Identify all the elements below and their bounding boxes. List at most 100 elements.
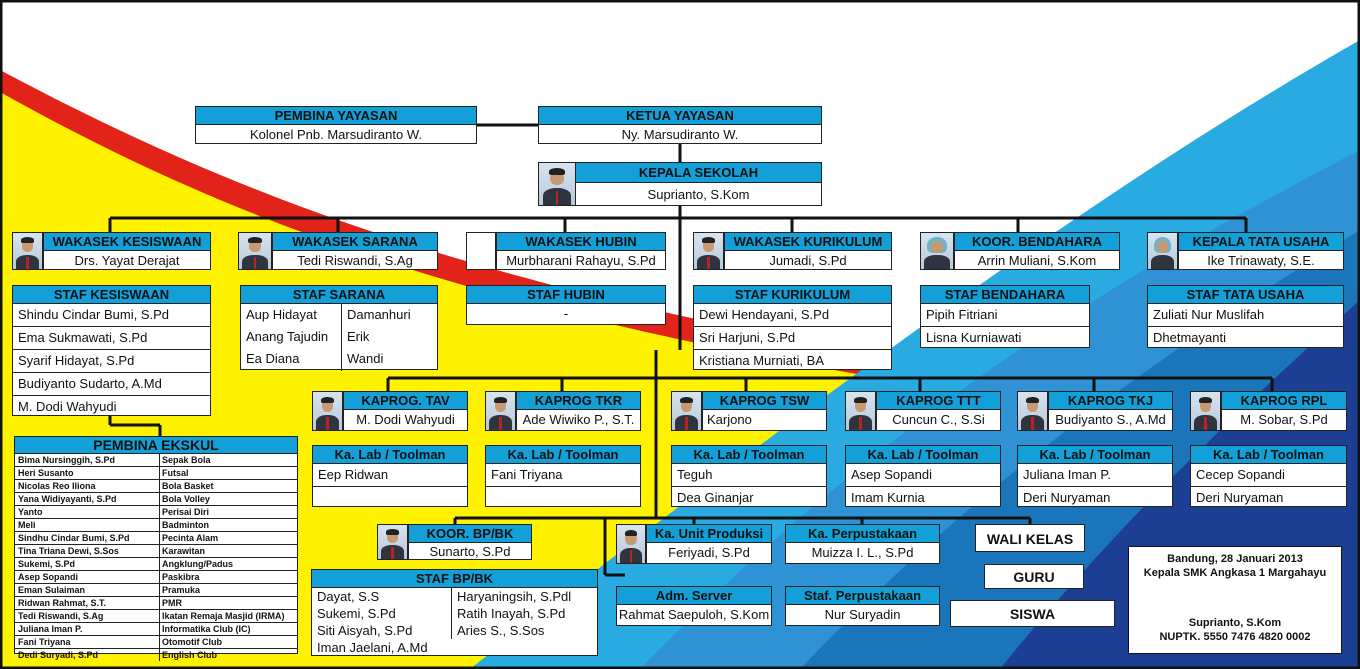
lab-tav-box: Ka. Lab / Toolman Eep Ridwan <box>312 445 468 507</box>
ketua-yayasan-name: Ny. Marsudiranto W. <box>621 127 739 142</box>
wali-kelas-box: WALI KELAS <box>975 524 1085 552</box>
kepala-sekolah-box: KEPALA SEKOLAH Suprianto, S.Kom <box>575 162 822 206</box>
ketua-yayasan-title: KETUA YAYASAN <box>539 107 821 125</box>
signature-position: Kepala SMK Angkasa 1 Margahayu <box>1143 567 1327 579</box>
staf-kesiswaan-item: Ema Sukmawati, S.Pd <box>13 326 210 349</box>
ekskul-activity: Paskibra <box>159 571 298 583</box>
pembina-yayasan-title: PEMBINA YAYASAN <box>196 107 476 125</box>
unit-produksi-title: Ka. Unit Produksi <box>647 525 771 543</box>
ekskul-pembina-name: Heri Susanto <box>18 468 74 478</box>
staf-kurikulum-item: Dewi Hendayani, S.Pd <box>699 307 830 322</box>
ekskul-pembina-name: Yanto <box>18 507 43 517</box>
perpustakaan-name: Muizza I. L., S.Pd <box>811 545 914 560</box>
staf-bpbk-title: STAF BP/BK <box>312 570 597 588</box>
kepala-sekolah-title: KEPALA SEKOLAH <box>576 163 821 183</box>
signature-box: Bandung, 28 Januari 2013 Kepala SMK Angk… <box>1128 546 1342 654</box>
ekskul-activity: Perisai Diri <box>159 506 298 518</box>
ekskul-row: Eman Sulaiman Pramuka <box>15 583 297 596</box>
lab-rpl-item: Cecep Sopandi <box>1196 467 1285 482</box>
kaprog-tkr-name: Ade Wiwiko P., S.T. <box>522 412 635 427</box>
staf-hubin-title: STAF HUBIN <box>467 286 665 304</box>
ekskul-pembina-name: Ridwan Rahmat, S.T. <box>18 598 107 608</box>
kaprog-ttt-title: KAPROG TTT <box>877 392 1000 410</box>
lab-tsw-title: Ka. Lab / Toolman <box>672 446 826 464</box>
kepala-tata-usaha-photo <box>1147 232 1178 270</box>
ekskul-pembina-name: Nicolas Reo Iliona <box>18 481 96 491</box>
lab-ttt-box: Ka. Lab / Toolman Asep Sopandi Imam Kurn… <box>845 445 1001 507</box>
ekskul-pembina-name: Eman Sulaiman <box>18 585 86 595</box>
siswa-box: SISWA <box>950 600 1115 627</box>
staf-bpbk-item: Haryaningsih, S.Pdl <box>457 589 572 604</box>
ekskul-activity: Sepak Bola <box>159 454 298 466</box>
ekskul-pembina-name: Fani Triyana <box>18 637 71 647</box>
kaprog-tav-box: KAPROG. TAV M. Dodi Wahyudi <box>343 391 468 431</box>
kaprog-tkj-box: KAPROG TKJ Budiyanto S., A.Md <box>1048 391 1173 431</box>
staf-kurikulum-item: Sri Harjuni, S.Pd <box>694 326 891 349</box>
pembina-ekskul-box: PEMBINA EKSKUL Bima Nursinggih, S.Pd Sepa… <box>14 436 298 661</box>
ekskul-row: Yanto Perisai Diri <box>15 505 297 518</box>
staf-bpbk-item: Ratih Inayah, S.Pd <box>457 606 566 621</box>
ekskul-pembina-name: Asep Sopandi <box>18 572 79 582</box>
lab-tav-item: Eep Ridwan <box>318 467 389 482</box>
ekskul-activity: Pecinta Alam <box>159 532 298 544</box>
ekskul-activity: Pramuka <box>159 584 298 596</box>
lab-rpl-title: Ka. Lab / Toolman <box>1191 446 1346 464</box>
staf-bpbk-item: Siti Aisyah, S.Pd <box>317 623 413 638</box>
kaprog-rpl-name: M. Sobar, S.Pd <box>1240 412 1328 427</box>
staf-bpbk-item: Aries S., S.Sos <box>457 623 545 638</box>
ekskul-pembina-name: Dedi Suryadi, S.Pd <box>18 650 99 660</box>
lab-tsw-box: Ka. Lab / Toolman Teguh Dea Ginanjar <box>671 445 827 507</box>
kaprog-tav-name: M. Dodi Wahyudi <box>356 412 455 427</box>
staf-tata-usaha-box: STAF TATA USAHA Zuliati Nur Muslifah Dhe… <box>1147 285 1344 348</box>
unit-produksi-photo <box>616 524 646 564</box>
koor-bendahara-title: KOOR. BENDAHARA <box>955 233 1119 251</box>
kaprog-tsw-title: KAPROG TSW <box>703 392 826 410</box>
kaprog-tsw-box: KAPROG TSW Karjono <box>702 391 827 431</box>
kaprog-tkr-title: KAPROG TKR <box>517 392 640 410</box>
kepala-sekolah-name: Suprianto, S.Kom <box>647 187 750 202</box>
staf-kesiswaan-item: Budiyanto Sudarto, A.Md <box>13 372 210 395</box>
lab-tsw-item: Dea Ginanjar <box>672 486 826 509</box>
lab-tkj-item: Juliana Iman P. <box>1023 467 1111 482</box>
staf-tata-usaha-item: Zuliati Nur Muslifah <box>1153 307 1265 322</box>
wakasek-hubin-title: WAKASEK HUBIN <box>497 233 665 251</box>
kaprog-rpl-photo <box>1190 391 1221 431</box>
staf-bendahara-item: Lisna Kurniawati <box>921 326 1089 349</box>
kepala-tata-usaha-box: KEPALA TATA USAHA Ike Trinawaty, S.E. <box>1178 232 1344 270</box>
koor-bpbk-photo <box>377 524 408 560</box>
wakasek-kurikulum-box: WAKASEK KURIKULUM Jumadi, S.Pd <box>724 232 892 270</box>
wakasek-kurikulum-name: Jumadi, S.Pd <box>769 253 847 268</box>
staf-bendahara-box: STAF BENDAHARA Pipih Fitriani Lisna Kurn… <box>920 285 1090 348</box>
staf-sarana-item: Erik <box>347 329 370 344</box>
ekskul-row: Dedi Suryadi, S.Pd English Club <box>15 648 297 661</box>
kaprog-ttt-photo <box>845 391 876 431</box>
ketua-yayasan-box: KETUA YAYASAN Ny. Marsudiranto W. <box>538 106 822 144</box>
ekskul-activity: English Club <box>159 649 298 661</box>
ekskul-pembina-name: Bima Nursinggih, S.Pd <box>18 455 116 465</box>
staf-bpbk-item: Dayat, S.S <box>317 589 380 604</box>
wakasek-kesiswaan-title: WAKASEK KESISWAAN <box>44 233 210 251</box>
kaprog-tav-title: KAPROG. TAV <box>344 392 467 410</box>
staf-bendahara-item: Pipih Fitriani <box>926 307 998 322</box>
pembina-ekskul-title: PEMBINA EKSKUL <box>15 437 297 454</box>
staf-tata-usaha-item: Dhetmayanti <box>1148 326 1343 349</box>
lab-tav-title: Ka. Lab / Toolman <box>313 446 467 464</box>
kaprog-tkj-photo <box>1017 391 1048 431</box>
ekskul-activity: Bola Volley <box>159 493 298 505</box>
staf-sarana-item: Wandi <box>347 351 384 366</box>
staf-hubin-box: STAF HUBIN - <box>466 285 666 325</box>
staf-kurikulum-box: STAF KURIKULUM Dewi Hendayani, S.Pd Sri … <box>693 285 892 370</box>
ekskul-activity: Bola Basket <box>159 480 298 492</box>
staf-tata-usaha-title: STAF TATA USAHA <box>1148 286 1343 304</box>
lab-tkr-item <box>486 486 640 509</box>
unit-produksi-box: Ka. Unit Produksi Feriyadi, S.Pd <box>646 524 772 564</box>
ekskul-pembina-name: Tina Triana Dewi, S.Sos <box>18 546 119 556</box>
lab-tkj-box: Ka. Lab / Toolman Juliana Iman P. Deri N… <box>1017 445 1173 507</box>
adm-server-title: Adm. Server <box>617 587 771 605</box>
